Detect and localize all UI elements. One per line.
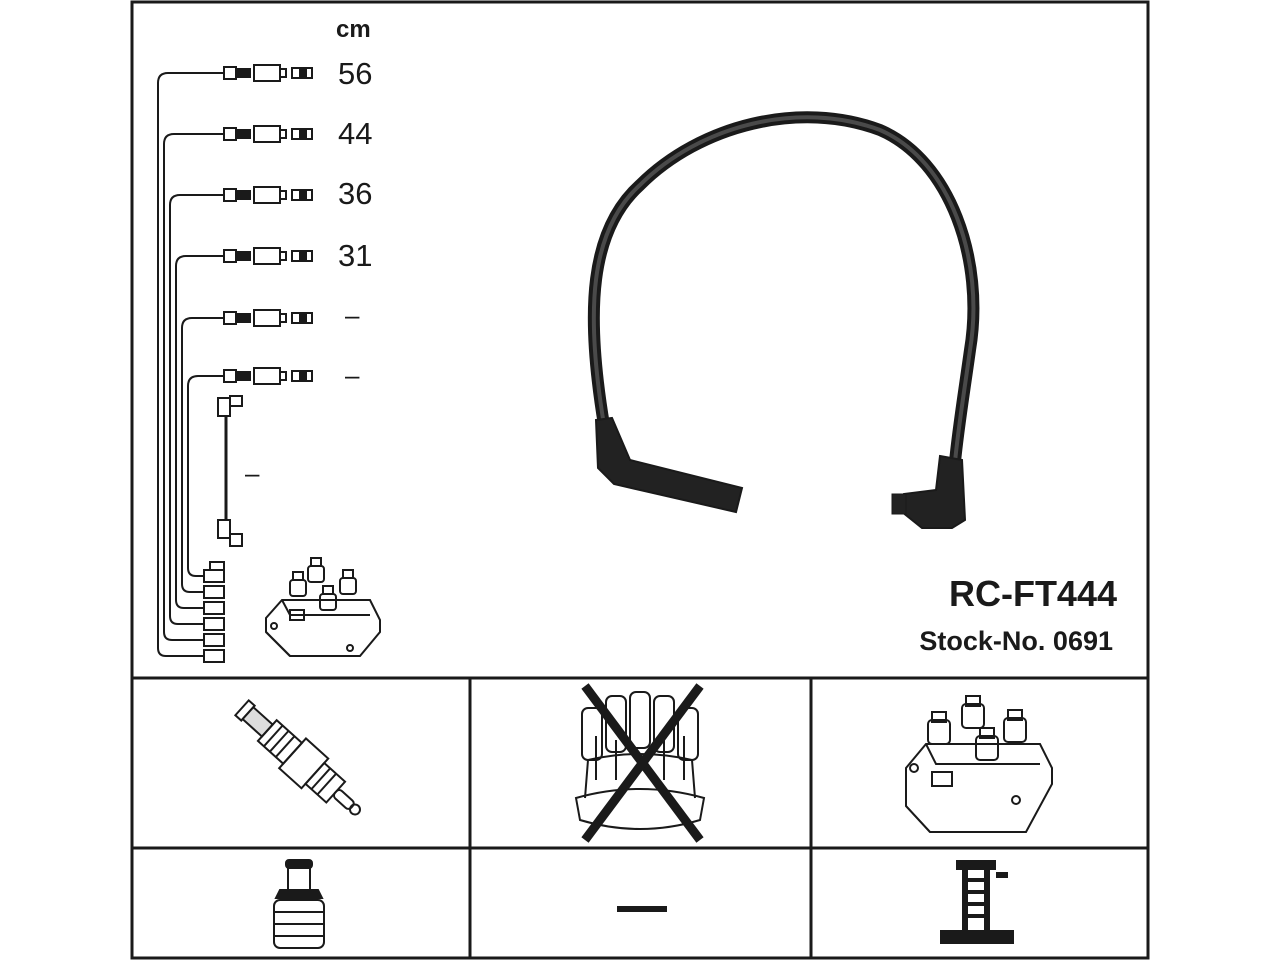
lead-6-wire <box>187 367 313 577</box>
lead-3-wire <box>169 186 313 625</box>
coil-side-terminals <box>203 561 225 663</box>
ignition-coil-icon <box>905 695 1053 833</box>
spark-plug-icon <box>233 698 361 816</box>
stock-label: Stock-No. <box>919 626 1046 656</box>
lead-2-length: 44 <box>338 116 373 151</box>
lead-3-length: 36 <box>338 176 373 211</box>
lead-set-schematic <box>157 64 381 663</box>
lead-5-length: – <box>345 300 360 330</box>
coil-terminal-icon <box>940 860 1014 944</box>
lead-4-wire <box>175 247 313 609</box>
none-dash-icon <box>617 906 667 912</box>
lead-4-length: 31 <box>338 238 373 273</box>
stock-number-line: Stock-No. 0691 <box>919 628 1113 655</box>
coil-lead-length: – <box>245 458 260 488</box>
part-number: RC-FT444 <box>948 573 1117 614</box>
small-coil-pack <box>265 557 381 657</box>
lead-1-length: 56 <box>338 56 373 91</box>
not-applicable-cross-icon <box>581 683 704 843</box>
lead-1-wire <box>157 64 313 657</box>
ignition-lead-illustration <box>587 111 980 529</box>
frame <box>130 0 1150 960</box>
stock-number: 0691 <box>1052 626 1113 656</box>
lead-5-wire <box>181 309 313 593</box>
lead-6-length: – <box>345 360 360 390</box>
unit-label: cm <box>336 16 371 43</box>
coil-lead-wire <box>217 395 243 547</box>
lead-2-wire <box>163 125 313 641</box>
plug-terminal-icon <box>273 859 325 949</box>
